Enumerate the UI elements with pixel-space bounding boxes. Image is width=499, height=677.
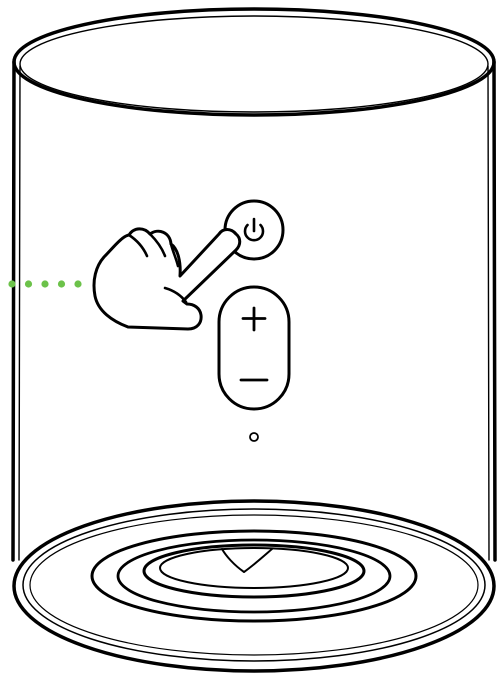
indicator-dot [41, 280, 49, 288]
indicator-dot [24, 280, 33, 288]
indicator-dots [8, 280, 82, 288]
speaker-right-side [492, 60, 497, 562]
indicator-dot [8, 280, 16, 288]
driver-ring-inner [142, 543, 366, 599]
driver-cone-tip [221, 548, 273, 573]
base-ring-2 [22, 508, 486, 662]
status-light-icon [249, 432, 259, 442]
base-ring-outer [12, 499, 496, 673]
base-ring-3 [29, 514, 479, 656]
speaker-left-side-inner [18, 65, 21, 561]
plus-icon[interactable] [241, 306, 267, 332]
speaker-base [12, 499, 496, 673]
speaker-top-rim-outer [12, 7, 496, 117]
volume-pill [217, 285, 291, 411]
driver-ring-middle [116, 538, 392, 614]
speaker-right-side-inner [487, 65, 490, 561]
indicator-dot [57, 280, 66, 288]
indicator-dot [74, 280, 82, 288]
hand-thumb-line [163, 286, 188, 304]
volume-control [217, 285, 291, 411]
speaker-body [11, 7, 497, 562]
speaker-left-side [11, 60, 16, 562]
hand-crease-1 [148, 232, 167, 258]
pointing-hand-icon [92, 227, 242, 331]
hand-crease-2 [169, 242, 180, 268]
hand-outline [92, 227, 242, 331]
hand-crease-3 [127, 233, 149, 258]
driver-ring-core [159, 547, 349, 589]
power-icon [243, 217, 265, 242]
speaker-top-rim-inner [19, 15, 489, 113]
driver-ring-outer [90, 529, 418, 623]
